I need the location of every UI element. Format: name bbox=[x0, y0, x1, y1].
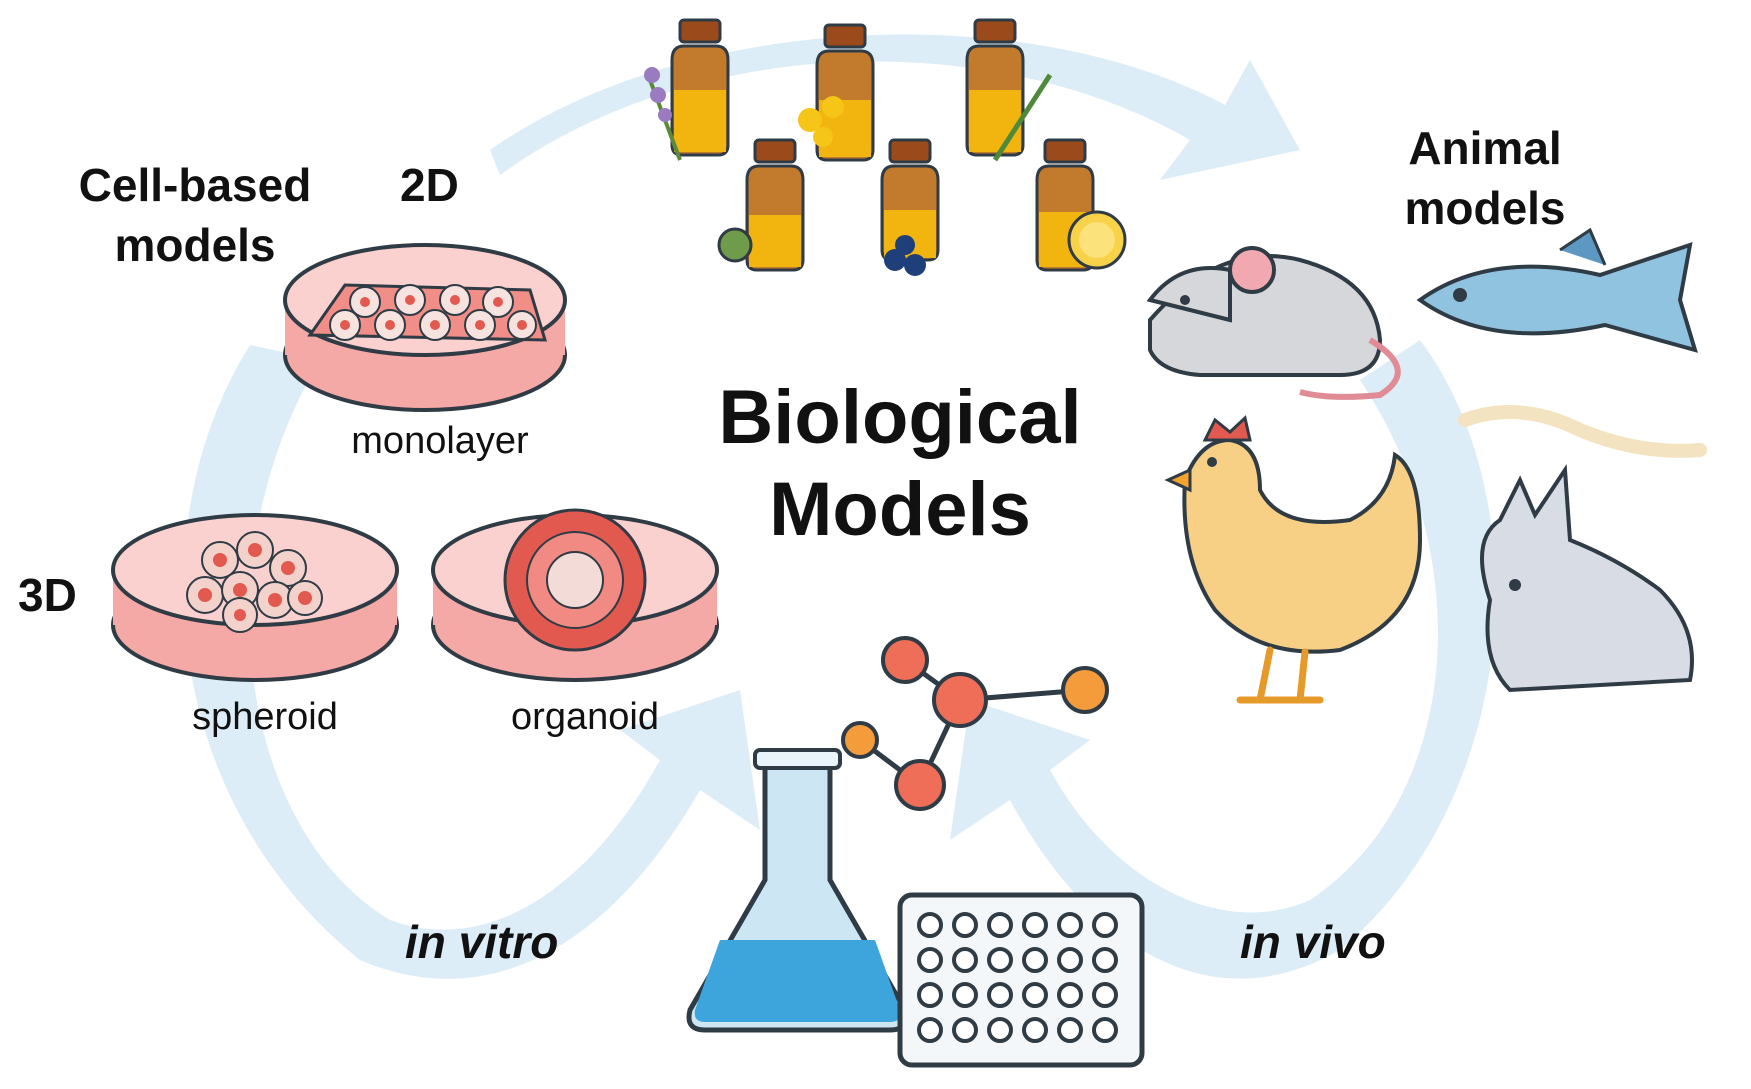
label-2d: 2D bbox=[400, 159, 459, 211]
petri-dish-icon bbox=[431, 508, 719, 682]
essential-oil-bottle-icon bbox=[717, 138, 805, 272]
diagram-title: Biological Models bbox=[620, 372, 1180, 556]
cell-based-line-1: Cell-based bbox=[78, 159, 312, 211]
label-spheroid: spheroid bbox=[192, 696, 338, 738]
molecule-icon bbox=[841, 636, 1109, 811]
chicken-icon bbox=[1164, 415, 1423, 704]
arrow-left bbox=[183, 345, 761, 979]
petri-dish-icon bbox=[111, 513, 399, 682]
essential-oil-bottle-icon bbox=[965, 18, 1053, 162]
essential-oil-bottle-icon bbox=[1035, 138, 1127, 272]
title-line-2: Models bbox=[769, 467, 1031, 552]
cell-based-heading: Cell-based models bbox=[30, 155, 360, 275]
rabbit-icon bbox=[1480, 464, 1694, 693]
animal-line-1: Animal bbox=[1408, 122, 1562, 174]
label-3d: 3D bbox=[18, 569, 77, 621]
essential-oil-bottle-icon bbox=[798, 23, 875, 162]
label-organoid: organoid bbox=[511, 696, 659, 738]
mouse-icon bbox=[1146, 246, 1401, 400]
essential-oils bbox=[644, 18, 1127, 276]
fish-icon bbox=[1416, 227, 1698, 353]
label-in-vivo: in vivo bbox=[1240, 916, 1386, 968]
flask-icon bbox=[686, 748, 909, 1033]
petri-dish-icon bbox=[283, 243, 567, 412]
essential-oil-bottle-icon bbox=[880, 138, 940, 276]
label-monolayer: monolayer bbox=[351, 420, 529, 462]
arrow-right bbox=[950, 340, 1496, 979]
animal-heading: Animal models bbox=[1330, 118, 1640, 238]
title-line-1: Biological bbox=[718, 375, 1082, 460]
worm-icon bbox=[1458, 405, 1707, 458]
animal-line-2: models bbox=[1404, 182, 1566, 234]
essential-oil-bottle-icon bbox=[644, 18, 730, 161]
well-plate-icon bbox=[897, 892, 1145, 1068]
cell-based-line-2: models bbox=[114, 219, 276, 271]
label-in-vitro: in vitro bbox=[405, 916, 559, 968]
